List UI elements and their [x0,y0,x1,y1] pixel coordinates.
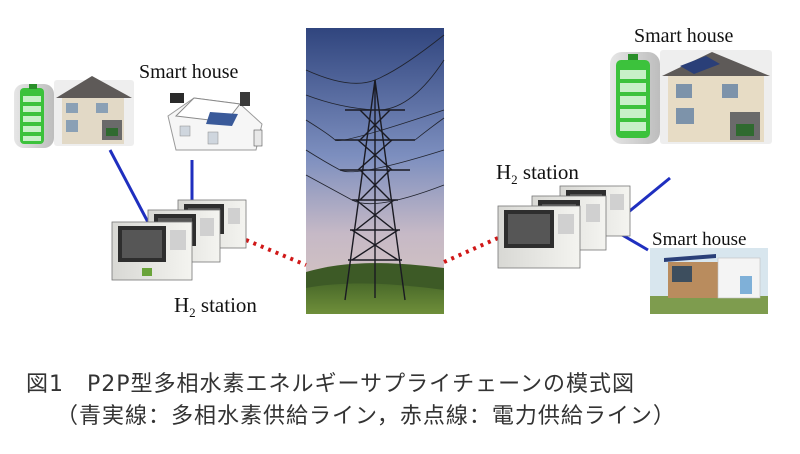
label-h2-station-left: H2 station [174,293,257,321]
h2-station-left [111,199,247,281]
station-text: station [522,160,579,184]
power-line-right [443,236,499,264]
h2-line-left-1 [108,149,152,227]
label-h2-station-right: H2 station [496,160,579,188]
power-line-left [245,238,307,267]
fuel-cell-unit [497,205,581,269]
smart-house-battery-left [14,76,134,148]
solar-panel-icon [680,56,720,74]
station-text: station [200,293,257,317]
power-supply-lines [245,236,499,267]
h2-line-right-1 [625,176,671,216]
smart-house-photo-right [650,248,768,314]
smart-house-battery-right [610,50,772,144]
meter-icon [253,129,263,147]
label-smart-house-left: Smart house [139,61,239,83]
label-smart-house-right-bottom: Smart house [652,229,747,250]
solar-panel-icon [664,254,716,262]
h2-subscript: 2 [511,172,518,188]
label-smart-house-right-top: Smart house [634,25,734,47]
monitor-icon [240,92,250,106]
figure-caption-line1: 図1 P2P型多相水素エネルギーサプライチェーンの模式図 [26,372,635,397]
h2-symbol: H [496,160,512,184]
h2-subscript: 2 [189,305,196,321]
h2-station-right [497,185,631,269]
fuel-cell-unit [111,221,193,281]
solar-panel-icon [206,112,238,126]
tablet-icon [170,93,184,103]
smart-house-sketch-left [167,92,263,151]
h2-symbol: H [174,293,190,317]
power-pylon-photo [305,28,445,314]
figure-caption-line2: （青実線：多相水素供給ライン，赤点線：電力供給ライン） [56,404,676,429]
